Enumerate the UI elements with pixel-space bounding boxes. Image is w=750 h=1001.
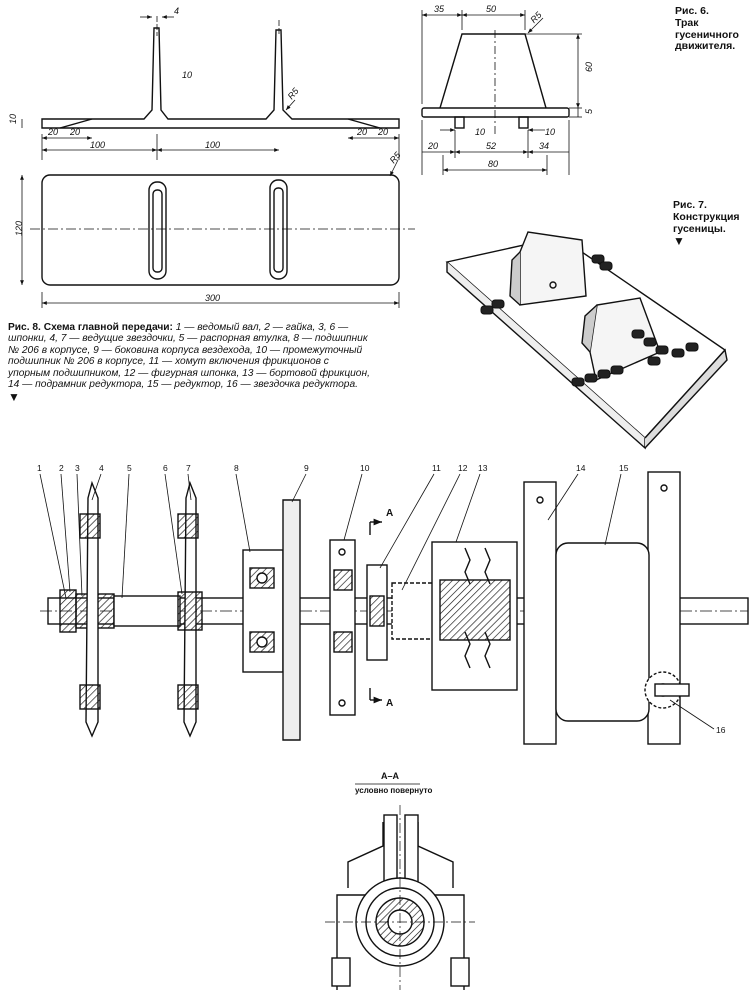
track-side-profile — [41, 27, 400, 129]
fig7-caption-text: Конструкция гусеницы. — [673, 210, 740, 235]
dim-120: 120 — [14, 221, 24, 236]
dim-60: 60 — [584, 62, 594, 72]
dim-4: 4 — [174, 6, 179, 16]
section-aa-view — [325, 805, 475, 990]
part-2: 2 — [59, 463, 64, 473]
section-mark-a-top: А — [386, 508, 393, 519]
part-9: 9 — [304, 463, 309, 473]
part-numbers: 1 2 3 4 5 6 7 8 9 10 11 12 13 14 15 16 — [37, 463, 726, 735]
part-4: 4 — [99, 463, 104, 473]
section-subtitle: условно повернуто — [355, 786, 432, 795]
reducer-sprocket-16 — [644, 671, 690, 709]
spacer-sleeve — [113, 595, 181, 627]
part-12: 12 — [458, 463, 468, 473]
part-10: 10 — [360, 463, 370, 473]
leader-lines — [39, 473, 715, 730]
dim-20-side: 20 — [427, 141, 438, 151]
part-15: 15 — [619, 463, 629, 473]
fig8-caption-text: 1 — ведомый вал, 2 — гайка, 3, 6 — шпонк… — [8, 322, 370, 391]
fig8-caption-title: Рис. 8. Схема главной передачи: — [8, 322, 173, 333]
dim-10-lug-left: 10 — [475, 127, 485, 137]
plan-dimension-lines — [20, 15, 415, 308]
dim-r5-top: R5 — [528, 9, 544, 25]
dim-300: 300 — [205, 293, 220, 303]
bearing-housing-8 — [242, 549, 284, 673]
side-dimension-lines — [421, 10, 582, 175]
section-letters: А А — [386, 508, 393, 709]
dim-20-right-a: 20 — [356, 127, 367, 137]
part-8: 8 — [234, 463, 239, 473]
side-clutch-13 — [431, 541, 518, 691]
part-16: 16 — [716, 725, 726, 735]
track-assembly-perspective — [445, 231, 728, 450]
part-11: 11 — [432, 463, 441, 473]
reducer-15 — [555, 542, 650, 722]
section-aa-heading: А–А условно повернуто — [355, 771, 432, 795]
part-3: 3 — [75, 463, 80, 473]
drive-sprocket-right — [177, 480, 203, 738]
intermediate-bearing-10 — [329, 539, 356, 716]
track-end-view — [421, 30, 570, 135]
dim-10-rib: 10 — [182, 70, 192, 80]
fig7-caption-title: Рис. 7. — [673, 199, 707, 211]
section-marks — [369, 518, 382, 704]
dim-20-left-b: 20 — [69, 127, 80, 137]
fig7-caption: Рис. 7. Конструкция гусеницы. ▼ — [673, 199, 749, 249]
dim-100-left: 100 — [90, 140, 105, 150]
dim-20-right-b: 20 — [377, 127, 388, 137]
dim-80: 80 — [488, 159, 498, 169]
fig6-caption-title: Рис. 6. — [675, 5, 709, 17]
dim-r5-corner: R5 — [388, 149, 404, 165]
dim-50: 50 — [486, 4, 496, 14]
clutch-collar-11 — [366, 564, 388, 661]
plan-dimension-labels: 4 10 10 20 20 20 20 100 100 R5 R5 120 30… — [8, 6, 403, 303]
dim-5: 5 — [584, 108, 594, 114]
part-1: 1 — [37, 463, 42, 473]
fig8-caption: Рис. 8. Схема главной передачи: 1 — ведо… — [8, 322, 370, 404]
dim-52: 52 — [486, 141, 496, 151]
dim-100-right: 100 — [205, 140, 220, 150]
chain-links — [480, 254, 699, 387]
part-7: 7 — [186, 463, 191, 473]
track-plan-view — [41, 174, 400, 286]
part-14: 14 — [576, 463, 586, 473]
section-title: А–А — [381, 771, 400, 781]
drive-sprocket-left — [79, 480, 101, 738]
part-6: 6 — [163, 463, 168, 473]
hull-side-panel-9 — [282, 499, 301, 741]
dim-10-lug-right: 10 — [545, 127, 555, 137]
part-5: 5 — [127, 463, 132, 473]
part-13: 13 — [478, 463, 488, 473]
dim-20-left-a: 20 — [47, 127, 58, 137]
shaped-key-12 — [391, 582, 435, 640]
fig6-caption-text: Трак гусеничного движителя. — [675, 16, 739, 53]
dim-r5-rib: R5 — [286, 85, 302, 101]
fig7-marker: ▼ — [673, 234, 685, 249]
dim-35: 35 — [434, 4, 445, 14]
dim-34: 34 — [539, 141, 549, 151]
fig8-marker: ▼ — [8, 389, 20, 404]
dim-10-thickness: 10 — [8, 114, 18, 124]
fig6-caption: Рис. 6. Трак гусеничного движителя. — [675, 5, 749, 53]
section-mark-a-bottom: А — [386, 698, 393, 709]
